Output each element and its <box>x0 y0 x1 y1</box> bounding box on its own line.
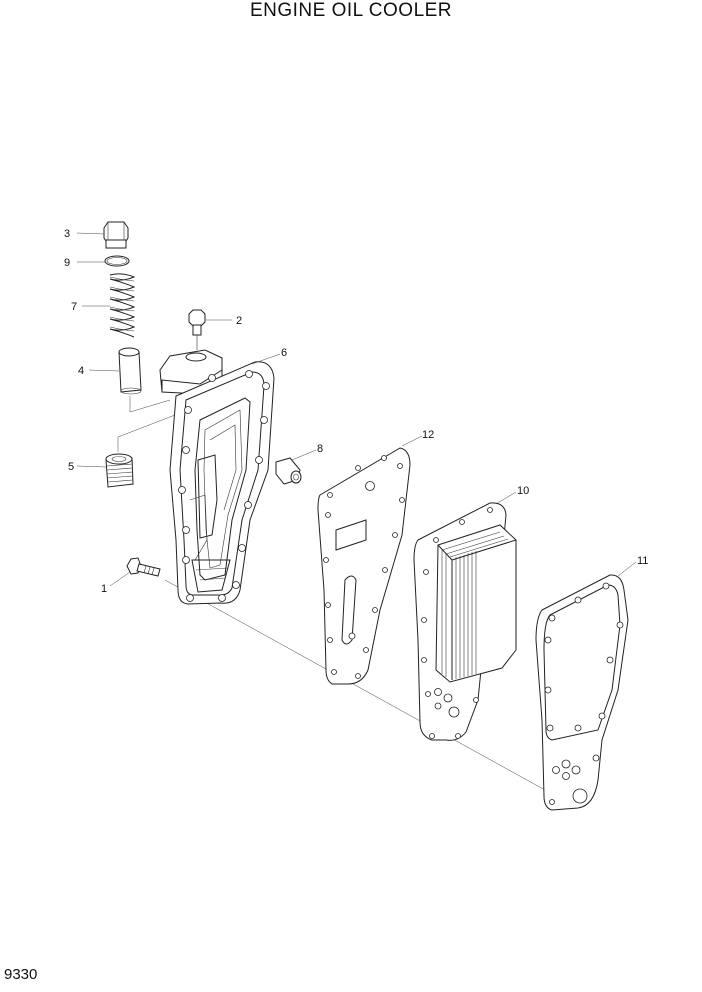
part-plug-fitting <box>275 457 302 485</box>
callout-4: 4 <box>78 365 84 377</box>
callout-1: 1 <box>101 583 107 595</box>
callout-10: 10 <box>517 485 529 497</box>
part-spring <box>109 273 136 338</box>
alignment-lines <box>117 396 546 791</box>
callout-12: 12 <box>422 429 434 441</box>
part-small-bolt <box>188 309 206 350</box>
part-threaded-fitting <box>105 453 134 488</box>
callout-labels: 3 9 7 4 5 1 2 6 8 12 10 11 <box>64 228 648 595</box>
diagram-title: ENGINE OIL COOLER <box>249 0 453 21</box>
part-bolt <box>126 557 161 577</box>
callout-7: 7 <box>71 301 77 313</box>
callout-5: 5 <box>68 461 74 473</box>
callout-11: 11 <box>637 555 648 567</box>
callout-8: 8 <box>317 443 323 455</box>
part-plug <box>103 221 129 249</box>
part-o-ring <box>104 255 130 267</box>
callout-6: 6 <box>281 347 287 359</box>
page-code: 9330 <box>4 966 38 983</box>
part-cover-gasket <box>535 574 629 811</box>
callout-3: 3 <box>64 228 70 240</box>
part-gasket <box>317 447 411 685</box>
callout-9: 9 <box>64 257 70 269</box>
callout-2: 2 <box>236 315 242 327</box>
part-oil-cooler-housing <box>159 349 275 605</box>
part-valve-sleeve <box>118 347 142 395</box>
part-oil-cooler-core <box>413 502 517 741</box>
leader-lines <box>76 232 637 587</box>
